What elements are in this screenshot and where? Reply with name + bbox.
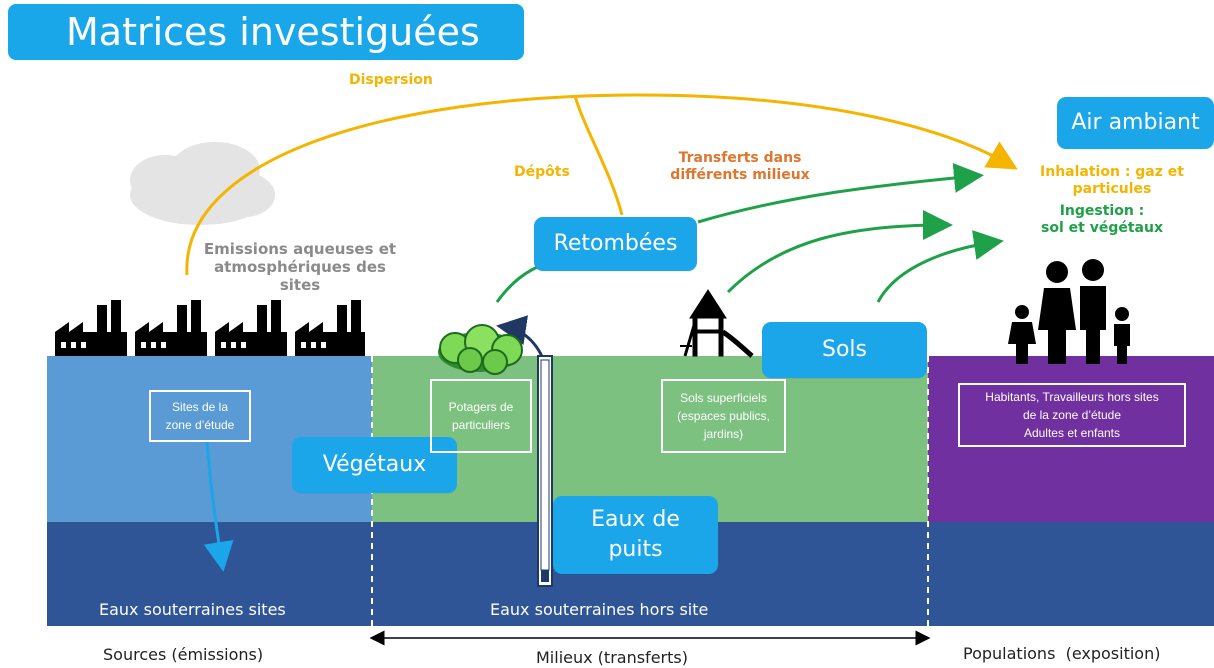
eaux-souterraines-hors-site-label: Eaux souterraines hors site bbox=[490, 600, 709, 619]
emissions-label: Emissions aqueuses et atmosphériques des… bbox=[203, 240, 397, 294]
vegetaux-box: Végétaux bbox=[292, 437, 457, 493]
sols-box: Sols bbox=[762, 322, 927, 378]
habitants-label: Habitants, Travailleurs hors sites de la… bbox=[958, 383, 1186, 447]
cloud-icon bbox=[130, 142, 275, 225]
eaux-souterraines-sites-label: Eaux souterraines sites bbox=[99, 600, 286, 619]
sites-zone-label: Sites de la zone d’étude bbox=[149, 390, 251, 442]
potagers-label: Potagers de particuliers bbox=[430, 379, 532, 453]
playground-ingestion-arrow bbox=[726, 210, 953, 294]
ingestion-label: Ingestion : sol et végétaux bbox=[1041, 203, 1163, 236]
milieux-label: Milieux (transferts) bbox=[536, 648, 688, 667]
family-icon bbox=[1008, 259, 1130, 364]
dispersion-label: Dispersion bbox=[349, 72, 433, 88]
sols-ingestion-arrow bbox=[876, 230, 1004, 303]
depots-arrow bbox=[573, 95, 624, 216]
eaux-de-puits-box: Eaux de puits bbox=[553, 496, 718, 574]
dispersion-arrow bbox=[185, 93, 1018, 276]
air-ambiant-box: Air ambiant bbox=[1057, 97, 1214, 149]
inhalation-label: Inhalation : gaz et particules bbox=[1040, 164, 1184, 197]
milieux-zone bbox=[372, 356, 928, 522]
retombees-box: Retombées bbox=[534, 217, 697, 271]
transferts-label: Transferts dans différents milieux bbox=[670, 150, 810, 183]
sols-superficiels-label: Sols superficiels (espaces publics, jard… bbox=[661, 379, 786, 453]
infiltration-arrow bbox=[203, 441, 234, 572]
sources-label: Sources (émissions) bbox=[103, 645, 264, 664]
cabbage-icon bbox=[438, 324, 523, 375]
populations-label: Populations (exposition) bbox=[963, 644, 1161, 663]
playground-slide-icon bbox=[680, 289, 754, 358]
factory-icon bbox=[55, 300, 365, 356]
page-title: Matrices investiguées bbox=[8, 4, 524, 60]
depots-label: Dépôts bbox=[514, 164, 570, 180]
well-icon bbox=[537, 355, 553, 587]
retombees-transfer-arrow bbox=[697, 163, 984, 224]
